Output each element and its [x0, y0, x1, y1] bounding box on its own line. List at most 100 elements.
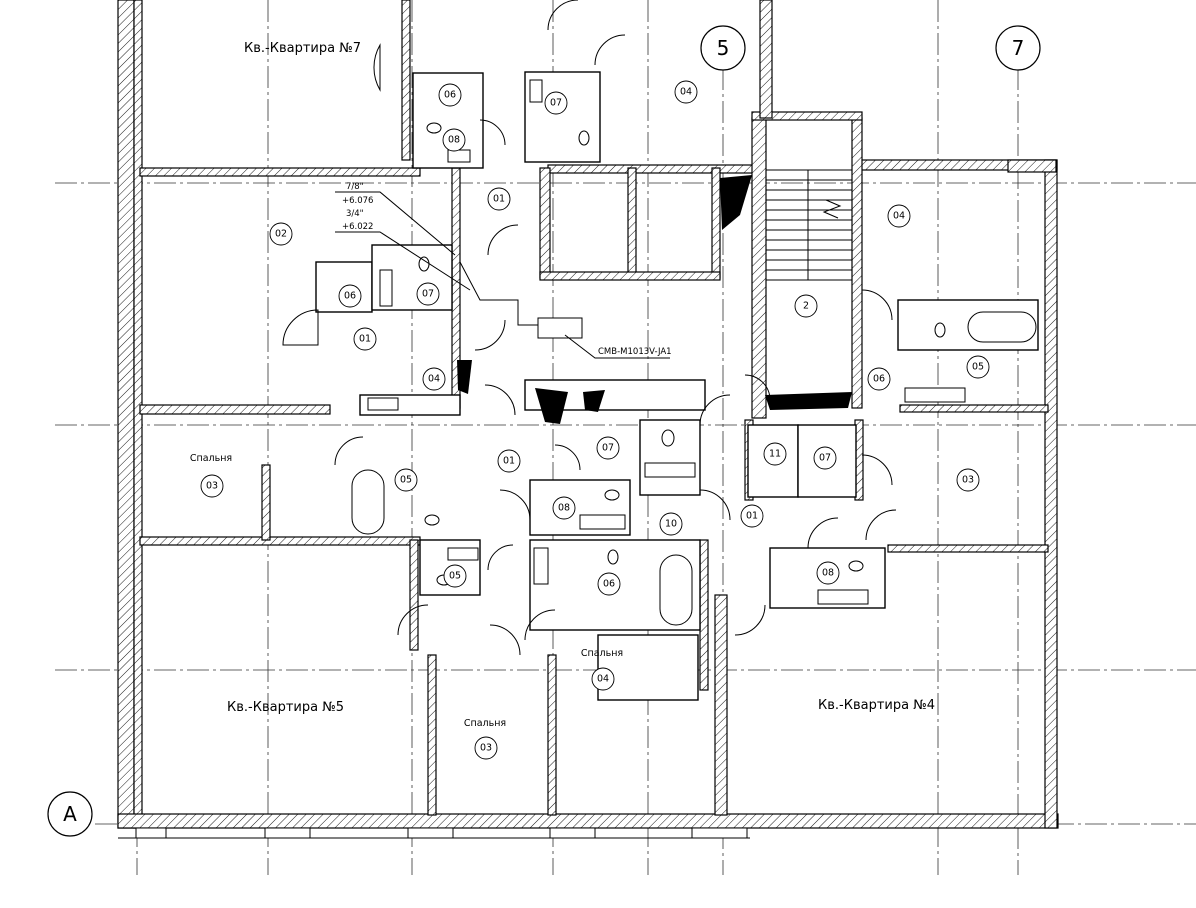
room-tag: 04 [422, 367, 446, 391]
svg-text:01: 01 [359, 334, 371, 345]
door-03-right [861, 454, 893, 486]
svg-text:05: 05 [400, 475, 412, 486]
shaft-fill-5 [765, 392, 852, 410]
svg-text:08: 08 [558, 503, 570, 514]
east-wall [1044, 159, 1058, 829]
svg-text:05: 05 [449, 571, 461, 582]
door-06-right [861, 289, 893, 321]
sink-08-center [579, 514, 626, 530]
room-tag: 03 [956, 468, 980, 492]
room-tag: 01 [497, 449, 521, 473]
room-tag: 11 [763, 442, 787, 466]
door-apt7 [373, 43, 381, 92]
shaft-wall [759, 0, 773, 119]
svg-text:03: 03 [962, 475, 974, 486]
pipe-note-line4: +6.022 [342, 222, 373, 232]
svg-text:11: 11 [769, 449, 781, 460]
sink-08-right [817, 589, 869, 605]
svg-text:08: 08 [822, 568, 834, 579]
room-tag: 03 [474, 736, 498, 760]
room-tag: 06 [438, 83, 462, 107]
core-wall-a [539, 167, 551, 279]
door-08-top [479, 119, 506, 146]
closet-wall [261, 464, 271, 541]
core-wall-south [539, 271, 721, 281]
equipment-label: CMB-M1013V-JA1 [598, 347, 672, 357]
axis-label-5: 5 [717, 36, 730, 60]
bathtub-05-right [967, 311, 1037, 343]
room-04-lower [597, 634, 699, 701]
wall-upper-left [139, 167, 421, 177]
shaft-fill-1 [535, 388, 568, 424]
svg-text:07: 07 [550, 98, 562, 109]
stair-flight [765, 169, 853, 281]
shaft-fill-4 [457, 360, 472, 394]
stair-wall-north [751, 111, 863, 121]
door-04-top [594, 34, 626, 66]
fixtures [351, 79, 1037, 626]
svg-text:10: 10 [665, 519, 677, 530]
svg-text:02: 02 [275, 229, 287, 240]
sink-06-center [533, 547, 549, 585]
apartment-5-label: Кв.-Квартира №5 [227, 700, 344, 715]
stair-wall-east [851, 117, 863, 409]
svg-text:06: 06 [873, 374, 885, 385]
room-tag: 07 [416, 282, 440, 306]
axis-label-a: А [63, 802, 77, 826]
room-tag: 08 [816, 561, 840, 585]
door-corridor [474, 319, 506, 351]
stair-wall-west [751, 117, 767, 419]
room-tag: 07 [544, 91, 568, 115]
south-wall [117, 813, 1059, 829]
room-tag: 05 [394, 468, 418, 492]
bathtub-06 [659, 554, 693, 626]
shaft-fill-2 [583, 390, 605, 412]
room-tag: 07 [596, 436, 620, 460]
svg-text:01: 01 [503, 456, 515, 467]
door-08-center [499, 489, 531, 521]
toilet-05-right [934, 322, 946, 338]
sink-07-top [529, 79, 543, 103]
svg-text:08: 08 [448, 135, 460, 146]
room-tag: 04 [591, 667, 615, 691]
room-tag: 03 [200, 474, 224, 498]
svg-text:01: 01 [493, 194, 505, 205]
room-tag: 06 [338, 284, 362, 308]
pipe-note-line3: 3/4" [346, 209, 364, 219]
wall-mid-right [899, 404, 1049, 413]
grid-axes [55, 0, 1196, 875]
room-tag: 05 [443, 564, 467, 588]
svg-text:04: 04 [597, 674, 609, 685]
bedroom-label-2: Спальня [581, 648, 623, 659]
door-01-mid [484, 384, 516, 416]
room-tag: 01 [487, 187, 511, 211]
wall-bedroom-divider-a [547, 654, 557, 816]
svg-text:07: 07 [602, 443, 614, 454]
room-tags: 06 08 07 04 01 02 06 07 01 04 2 04 06 05… [200, 80, 990, 760]
wall-bedroom-divider-b [427, 654, 437, 816]
wall-lower-left [139, 536, 421, 546]
toilet-06-center [607, 549, 619, 565]
corner-east [1007, 159, 1057, 173]
unit-leader [564, 334, 670, 359]
sink-07-left [379, 269, 393, 307]
door-06 [282, 309, 319, 346]
room-tag: 07 [813, 446, 837, 470]
pipe-note-line2: +6.076 [342, 196, 373, 206]
svg-text:07: 07 [422, 289, 434, 300]
sink-05-lower [447, 547, 479, 561]
svg-text:06: 06 [344, 291, 356, 302]
svg-text:04: 04 [428, 374, 440, 385]
staircase [765, 169, 853, 281]
svg-text:06: 06 [444, 90, 456, 101]
bedroom-label-3: Спальня [464, 718, 506, 729]
hvac-unit [537, 317, 583, 339]
sink-05-vanity [367, 397, 399, 411]
room-tag: 2 [794, 294, 818, 318]
room-tag: 06 [867, 367, 891, 391]
refrigerant-pipe [459, 261, 538, 326]
wall-upper-mid [547, 164, 759, 174]
svg-text:03: 03 [206, 481, 218, 492]
